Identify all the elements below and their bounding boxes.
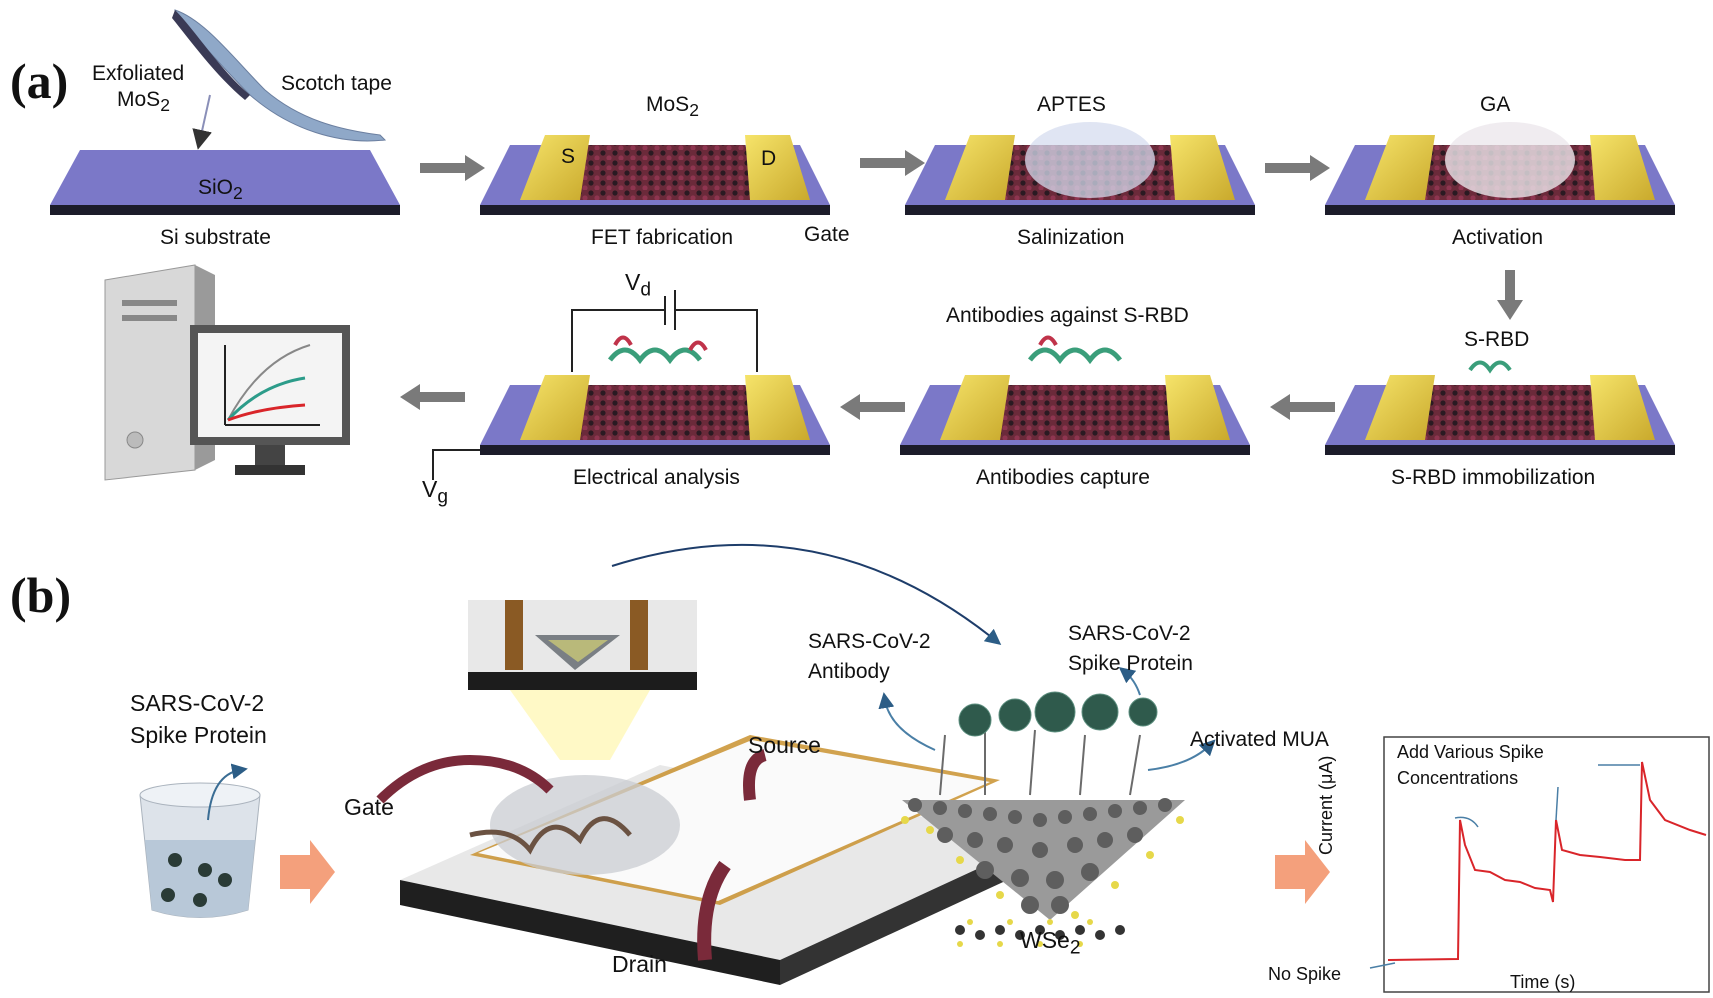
chart-baseline-label: No Spike [1268,964,1342,984]
vd-subscript: d [640,279,651,301]
wse2-subscript: 2 [1069,937,1081,959]
antibodies-capture-caption: Antibodies capture [976,466,1150,489]
sio2-label: SiO2 [198,176,243,204]
electrical-analysis-caption: Electrical analysis [573,466,740,489]
drain-label: Drain [612,951,667,977]
panel-a-letter: (a) [10,53,69,109]
orange-arrow [280,840,335,904]
process-arrow-down [1497,270,1523,320]
spike-label-line2: Spike Protein [1068,652,1193,675]
sio2-subscript: 2 [233,183,243,204]
srbd-title: S-RBD [1464,328,1530,351]
fet-chip-ga [1325,122,1675,215]
process-arrow-left [840,394,905,420]
wse2-text: WSe [1020,927,1070,953]
salinization-caption: Salinization [1017,226,1125,249]
source-label: Source [748,732,821,758]
process-arrow [420,155,485,181]
antibodies-title: Antibodies against S-RBD [946,304,1189,327]
chart-annotation-line1: Add Various Spike [1397,742,1544,762]
mos2-title: MoS2 [646,93,699,121]
si-substrate-caption: Si substrate [160,226,271,249]
fet-chip-antibodies [900,335,1250,455]
mos2-title-subscript: 2 [689,100,699,121]
zoom-chip [468,600,697,690]
ga-title: GA [1480,93,1511,116]
antibody-label-line2: Antibody [808,660,890,683]
curved-arrow [611,543,1002,645]
source-s-label: S [561,145,576,168]
process-arrow-left [400,384,465,410]
computer-illustration [104,264,350,481]
beaker-illustration [139,782,261,918]
fet-chip-aptes [905,122,1255,215]
antibody-label-line1: SARS-CoV-2 [808,630,931,653]
process-arrow-left [1270,394,1335,420]
orange-arrow [1275,840,1330,904]
mos2-tape-label: MoS2 [117,88,170,116]
chart-x-label: Time (s) [1510,972,1576,992]
activated-mua-label: Activated MUA [1190,728,1329,751]
chart-annotation-line2: Concentrations [1397,768,1519,788]
process-arrow [1265,155,1330,181]
vg-subscript: g [437,486,448,508]
wse2-label: WSe2 [1020,927,1081,960]
vd-label: Vd [625,269,651,302]
aptes-title: APTES [1037,93,1106,116]
drain-d-label: D [761,147,777,170]
fet-chip-electrical [432,290,830,480]
fet-chip-fabrication [480,135,830,215]
mos2-title-text: MoS [646,93,690,116]
gate-label-b: Gate [344,794,394,820]
activation-caption: Activation [1452,226,1544,249]
mos2-subscript: 2 [160,95,170,116]
current-trace [1387,761,1707,961]
fet-fabrication-caption: FET fabrication [591,226,734,249]
chart-plot-area [1387,761,1707,961]
zoom-beam [510,690,650,760]
mos2-text: MoS [117,88,161,111]
srbd-immobilization-caption: S-RBD immobilization [1391,466,1596,489]
fet-chip-srbd [1325,360,1675,455]
scotch-tape [172,9,387,142]
si-substrate [50,150,400,215]
vg-text: V [422,476,438,502]
scotch-tape-label: Scotch tape [281,72,392,95]
vd-text: V [625,269,641,295]
vg-label: Vg [422,476,448,509]
beaker-label-line1: SARS-CoV-2 [130,690,265,716]
spike-label-line1: SARS-CoV-2 [1068,622,1191,645]
chart-y-label: Current (μA) [1316,755,1336,855]
panel-b-letter: (b) [10,567,72,623]
sensor-device [376,735,1040,985]
chart-frame [1383,736,1710,993]
exfoliated-label: Exfoliated [92,62,185,85]
gate-label-a: Gate [804,223,850,246]
sio2-text: SiO [198,176,234,199]
process-arrow [860,150,925,176]
beaker-label-line2: Spike Protein [130,722,267,748]
wse2-assembly [901,691,1185,947]
